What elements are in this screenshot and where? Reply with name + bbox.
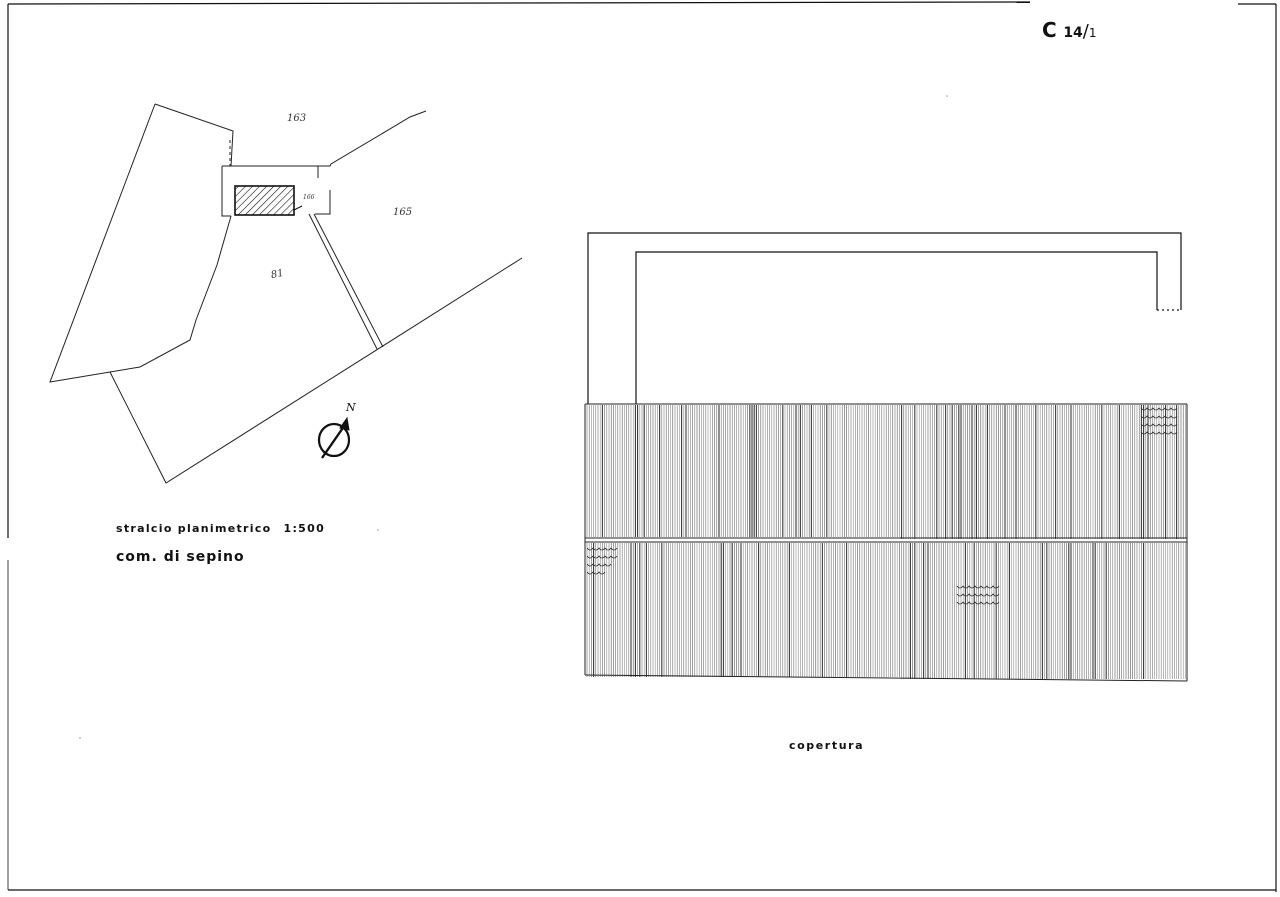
site-plan-caption: stralcio planimetrico 1:500	[116, 522, 325, 535]
site-plan-scale: 1:500	[283, 522, 326, 535]
parcel-number-north: 163	[287, 113, 307, 124]
north-arrow-label: N	[346, 401, 356, 414]
roof-tile-field	[586, 405, 1186, 679]
parcel-east-strip	[308, 213, 384, 350]
roof-plan-caption: copertura	[789, 739, 865, 752]
north-arrow-icon	[317, 416, 351, 459]
parcel-north-east-outline	[317, 110, 427, 178]
sheet-code-letter: C	[1042, 18, 1057, 42]
sheet-frame	[7, 1, 1277, 892]
parcel-number-building: 166	[303, 194, 315, 201]
site-plan-parcels	[49, 103, 523, 484]
sheet-code-number: 14	[1063, 25, 1083, 41]
parcel-number-east: 165	[393, 207, 413, 218]
roof-wall-outline	[587, 232, 1182, 404]
roof-repair-marks	[586, 407, 1178, 605]
parcel-south-outline	[109, 257, 523, 484]
sheet-code-sub: 1	[1088, 26, 1097, 40]
sheet-code-separator: /	[1082, 21, 1089, 42]
municipality-label: com. di sepino	[116, 549, 245, 565]
roof-border	[584, 403, 1188, 682]
parcel-west-outline	[49, 103, 234, 383]
building-footprint	[234, 185, 295, 216]
site-plan-caption-text: stralcio planimetrico	[116, 522, 272, 535]
sheet-code: C 14/1	[1042, 18, 1097, 42]
